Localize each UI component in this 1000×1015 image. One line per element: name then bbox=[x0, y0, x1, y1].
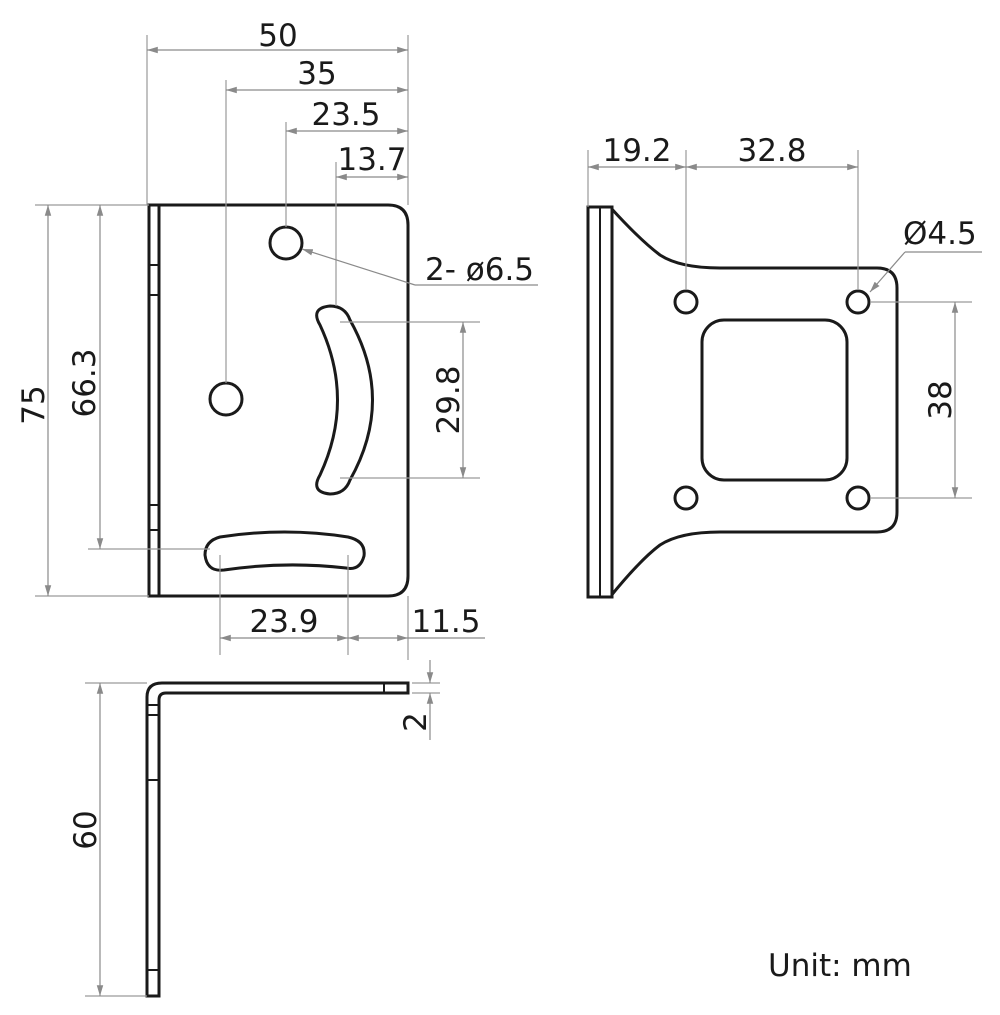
right-hole-top-right bbox=[845, 289, 871, 315]
dim-side-height: 60 bbox=[68, 810, 104, 849]
dim-hole-top: 23.5 bbox=[311, 97, 380, 133]
front-bottom-slot bbox=[203, 530, 366, 572]
front-view-dimensions: 50 35 23.5 13.7 75 66.3 2- ø6.5 29.8 23.… bbox=[16, 18, 538, 660]
front-curved-slot bbox=[315, 304, 374, 496]
side-view-dimensions: 60 2 bbox=[68, 660, 440, 997]
dim-slot-holes: 2- ø6.5 bbox=[425, 252, 534, 288]
right-view bbox=[586, 205, 899, 599]
dim-bottom-slot-width: 23.9 bbox=[249, 604, 318, 640]
unit-label: Unit: mm bbox=[768, 948, 912, 984]
dim-front-width: 50 bbox=[258, 18, 297, 54]
dim-slot-offset: 13.7 bbox=[337, 142, 406, 178]
dim-hole-center: 35 bbox=[297, 56, 336, 92]
dim-slot-length: 29.8 bbox=[431, 365, 467, 434]
front-hole-center bbox=[208, 381, 244, 417]
right-hole-bottom-right bbox=[845, 485, 871, 511]
dim-front-inner-height: 66.3 bbox=[67, 348, 103, 417]
front-hole-top bbox=[268, 225, 304, 261]
dim-right-hole-dia: Ø4.5 bbox=[903, 216, 977, 252]
dim-bottom-slot-offset: 11.5 bbox=[411, 604, 480, 640]
front-plate-outline bbox=[147, 203, 410, 598]
side-profile-outline bbox=[145, 681, 410, 998]
right-hole-top-left bbox=[673, 289, 699, 315]
right-hole-bottom-left bbox=[673, 485, 699, 511]
dim-thickness: 2 bbox=[398, 712, 434, 732]
front-bend-edge bbox=[147, 203, 161, 598]
front-view bbox=[147, 203, 410, 598]
dim-right-offset: 19.2 bbox=[602, 133, 671, 169]
dim-right-hole-spacing-h: 32.8 bbox=[737, 133, 806, 169]
dim-right-hole-spacing-v: 38 bbox=[923, 380, 959, 419]
right-center-window bbox=[700, 318, 849, 482]
dim-front-height: 75 bbox=[16, 385, 52, 424]
right-view-dimensions: 19.2 32.8 Ø4.5 38 bbox=[587, 133, 982, 499]
side-view bbox=[145, 681, 410, 998]
